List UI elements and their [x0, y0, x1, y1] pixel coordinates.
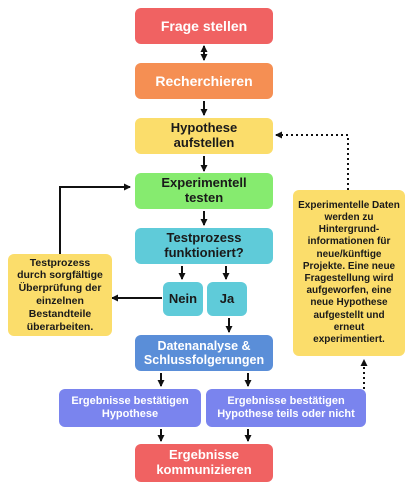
node-recherchieren: Recherchieren	[135, 63, 273, 99]
node-ergebnisse-kommunizieren-label: Ergebnisse kommunizieren	[156, 447, 252, 477]
node-ja: Ja	[207, 282, 247, 316]
node-ergebnisse-bestaetigen: Ergebnisse bestätigen Hypothese	[59, 389, 201, 427]
note-testprozess-ueberarbeiten-text: Testprozess durch sorgfältige Überprüfun…	[17, 256, 103, 333]
node-recherchieren-label: Recherchieren	[155, 72, 253, 89]
node-ergebnisse-kommunizieren: Ergebnisse kommunizieren	[135, 444, 273, 482]
node-testprozess-funktioniert-label: Testprozess funktioniert?	[164, 230, 244, 260]
note-testprozess-ueberarbeiten: Testprozess durch sorgfältige Überprüfun…	[8, 254, 112, 336]
arrow-loop-to-experiment	[59, 183, 131, 254]
node-ja-label: Ja	[219, 290, 235, 306]
node-ergebnisse-teils: Ergebnisse bestätigen Hypothese teils od…	[206, 389, 366, 427]
note-experimentelle-daten-text: Experimentelle Daten werden zu Hintergru…	[298, 199, 400, 345]
node-nein: Nein	[163, 282, 203, 316]
node-ergebnisse-bestaetigen-label: Ergebnisse bestätigen Hypothese	[71, 395, 189, 420]
node-frage-stellen: Frage stellen	[135, 8, 273, 44]
node-testprozess-funktioniert: Testprozess funktioniert?	[135, 228, 273, 264]
node-experimentell-testen: Experimentell testen	[135, 173, 273, 209]
node-nein-label: Nein	[168, 290, 198, 306]
node-datenanalyse: Datenanalyse & Schlussfolgerungen	[135, 335, 273, 371]
arrow-note-hypothese	[275, 131, 349, 190]
node-experimentell-testen-label: Experimentell testen	[161, 175, 247, 205]
node-hypothese-aufstellen-label: Hypothese aufstellen	[170, 120, 238, 150]
node-datenanalyse-label: Datenanalyse & Schlussfolgerungen	[143, 338, 265, 367]
node-hypothese-aufstellen: Hypothese aufstellen	[135, 118, 273, 154]
note-experimentelle-daten: Experimentelle Daten werden zu Hintergru…	[293, 190, 405, 356]
node-ergebnisse-teils-label: Ergebnisse bestätigen Hypothese teils od…	[217, 395, 355, 420]
node-frage-stellen-label: Frage stellen	[160, 17, 248, 34]
